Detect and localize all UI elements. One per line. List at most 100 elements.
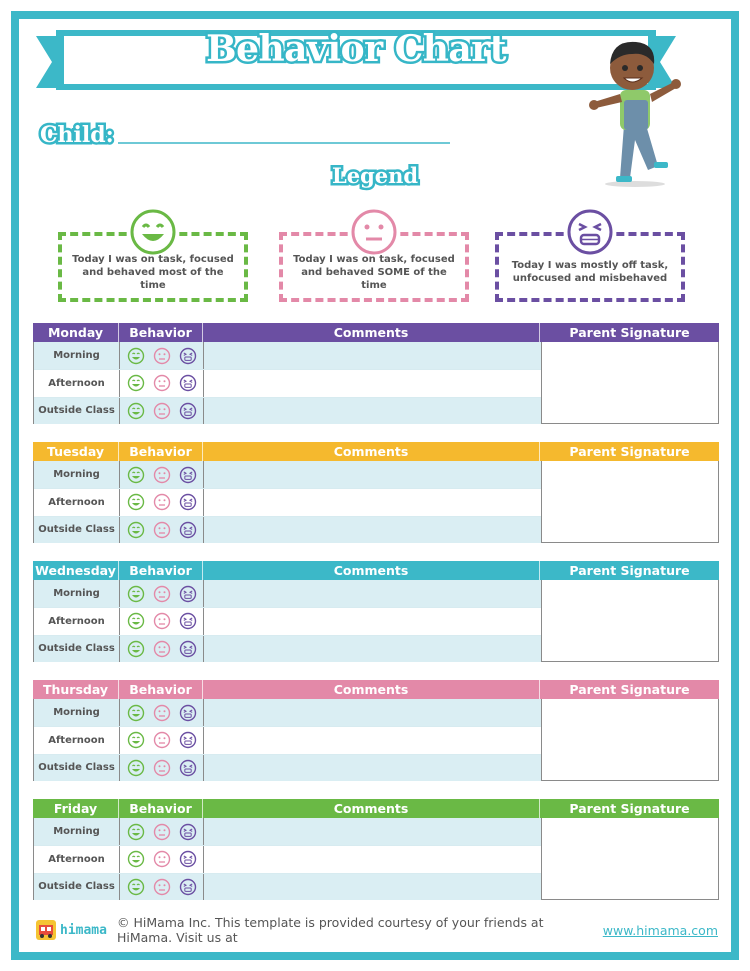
neutral-face-icon[interactable] [153,823,171,841]
parent-signature-field[interactable] [541,699,718,780]
happy-face-icon[interactable] [127,850,145,868]
behavior-header: Behavior [119,799,203,818]
happy-face-icon[interactable] [127,402,145,420]
period-label: Afternoon [34,370,120,397]
upset-face-icon[interactable] [179,493,197,511]
comment-field[interactable] [204,727,541,753]
happy-face-icon[interactable] [127,612,145,630]
neutral-face-icon[interactable] [153,466,171,484]
comment-field[interactable] [204,755,541,781]
neutral-face-icon[interactable] [153,493,171,511]
period-label: Afternoon [34,727,120,754]
comment-field[interactable] [204,398,541,424]
comment-field[interactable] [204,517,541,543]
parent-signature-field[interactable] [541,342,718,423]
comment-field[interactable] [204,874,541,900]
happy-face-icon[interactable] [127,585,145,603]
neutral-face-icon[interactable] [153,402,171,420]
upset-face-icon[interactable] [179,850,197,868]
happy-face-icon[interactable] [127,493,145,511]
comment-field[interactable] [204,608,541,634]
upset-face-icon[interactable] [179,640,197,658]
comment-field[interactable] [204,342,541,369]
happy-face-icon [129,208,177,256]
parent-signature-field[interactable] [541,818,718,899]
happy-face-icon[interactable] [127,704,145,722]
footer-link[interactable]: www.himama.com [602,922,718,938]
upset-face-icon[interactable] [179,731,197,749]
comment-field[interactable] [204,370,541,396]
neutral-face-icon[interactable] [153,347,171,365]
parent-signature-field[interactable] [541,461,718,542]
behavior-faces [120,754,204,781]
neutral-face-icon[interactable] [153,731,171,749]
happy-face-icon[interactable] [127,521,145,539]
behavior-faces [120,608,204,635]
table-row: Outside Class [34,753,541,781]
neutral-face-icon[interactable] [153,521,171,539]
comment-field[interactable] [204,580,541,607]
comment-field[interactable] [204,636,541,662]
period-label: Outside Class [34,516,120,543]
neutral-face-icon[interactable] [153,374,171,392]
period-label: Afternoon [34,608,120,635]
upset-face-icon[interactable] [179,402,197,420]
happy-face-icon[interactable] [127,374,145,392]
child-name-line[interactable] [117,142,450,144]
comment-field[interactable] [204,699,541,726]
table-row: Morning [34,342,541,370]
footer: himama © HiMama Inc. This template is pr… [36,915,718,945]
upset-face-icon[interactable] [179,585,197,603]
happy-face-icon[interactable] [127,347,145,365]
day-name: Friday [33,799,119,818]
behavior-faces [120,342,204,370]
day-name: Tuesday [33,442,119,461]
comment-field[interactable] [204,846,541,872]
neutral-face-icon[interactable] [153,850,171,868]
table-row: Afternoon [34,369,541,397]
happy-face-icon[interactable] [127,878,145,896]
table-row: Outside Class [34,872,541,900]
comments-header: Comments [203,799,540,818]
upset-face-icon[interactable] [179,466,197,484]
behavior-faces [120,516,204,543]
comment-field[interactable] [204,461,541,488]
parent-signature-field[interactable] [541,580,718,661]
happy-face-icon[interactable] [127,759,145,777]
legend-text-good: Today I was on task, focused and behaved… [72,253,234,291]
upset-face-icon [566,208,614,256]
upset-face-icon[interactable] [179,347,197,365]
table-row: Outside Class [34,396,541,424]
behavior-header: Behavior [119,442,203,461]
neutral-face-icon[interactable] [153,612,171,630]
behavior-header: Behavior [119,680,203,699]
himama-logo-text: himama [60,922,107,938]
neutral-face-icon[interactable] [153,759,171,777]
happy-face-icon[interactable] [127,640,145,658]
comment-field[interactable] [204,489,541,515]
upset-face-icon[interactable] [179,759,197,777]
neutral-face-icon[interactable] [153,704,171,722]
legend-text-some: Today I was on task, focused and behaved… [293,253,455,291]
upset-face-icon[interactable] [179,612,197,630]
upset-face-icon[interactable] [179,823,197,841]
neutral-face-icon[interactable] [153,878,171,896]
table-row: Afternoon [34,488,541,516]
upset-face-icon[interactable] [179,878,197,896]
upset-face-icon[interactable] [179,521,197,539]
neutral-face-icon[interactable] [153,640,171,658]
upset-face-icon[interactable] [179,374,197,392]
table-row: Outside Class [34,515,541,543]
table-row: Afternoon [34,607,541,635]
neutral-face-icon[interactable] [153,585,171,603]
comment-field[interactable] [204,818,541,845]
happy-face-icon[interactable] [127,731,145,749]
child-illustration [589,41,681,187]
happy-face-icon[interactable] [127,823,145,841]
upset-face-icon[interactable] [179,704,197,722]
happy-face-icon[interactable] [127,466,145,484]
